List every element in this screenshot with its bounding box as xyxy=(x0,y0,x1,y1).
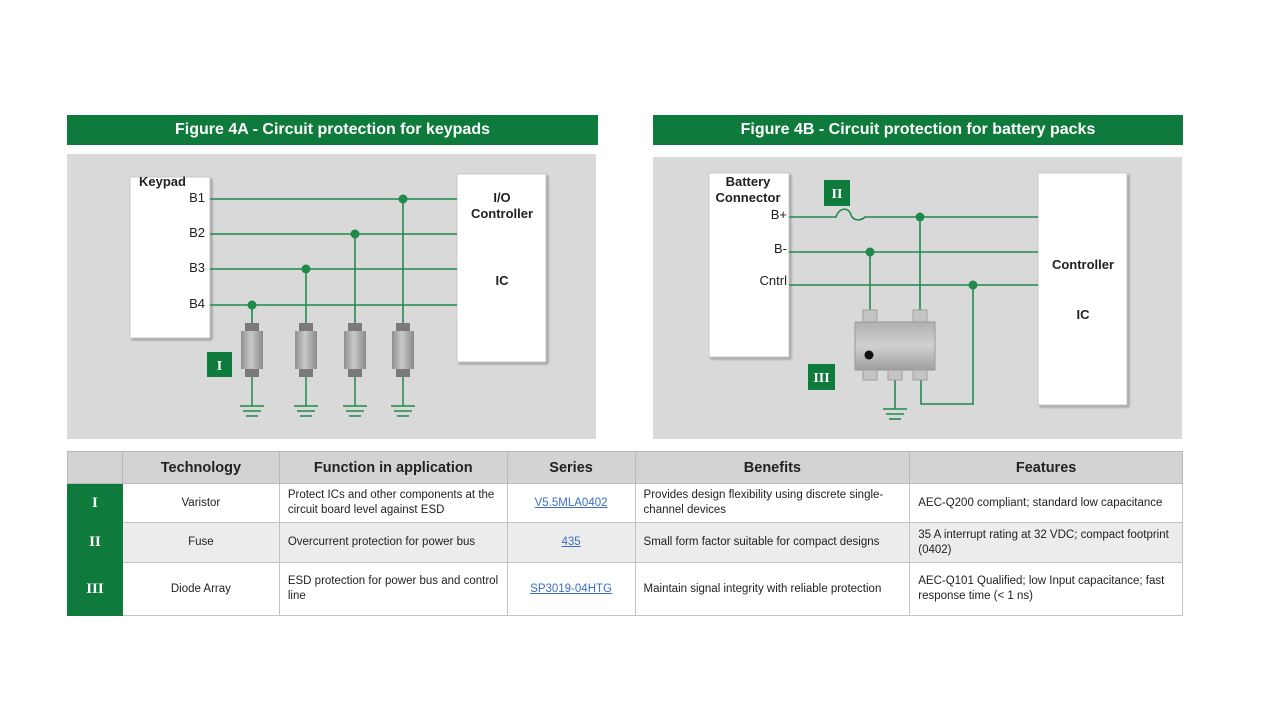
cell-benefits: Maintain signal integrity with reliable … xyxy=(634,562,911,616)
io-controller-box xyxy=(456,173,547,363)
cell-function: Protect ICs and other components at the … xyxy=(278,483,508,523)
varistor-4 xyxy=(391,323,415,417)
cell-features: AEC-Q200 compliant; standard low capacit… xyxy=(909,483,1183,523)
io-controller-label-line1: I/O xyxy=(493,190,510,205)
keypad-circuit-diagram: Keypad B1 B2 B3 B4 I/O Controller IC xyxy=(129,173,547,417)
button-label-b1: B1 xyxy=(189,190,205,205)
badge-varistor-label: I xyxy=(217,359,222,374)
header-features: Features xyxy=(909,451,1183,484)
controller-box xyxy=(1037,172,1128,406)
cell-function: Overcurrent protection for power bus xyxy=(278,522,508,563)
series-link[interactable]: 435 xyxy=(561,536,581,548)
battery-connector-box xyxy=(708,172,790,358)
cell-features: 35 A interrupt rating at 32 VDC; compact… xyxy=(909,522,1183,563)
table-row: II Fuse Overcurrent protection for power… xyxy=(67,522,1183,563)
io-controller-label-line2: Controller xyxy=(471,206,533,221)
cell-technology: Fuse xyxy=(121,522,280,563)
diode-array-chip xyxy=(854,309,936,381)
cell-technology: Diode Array xyxy=(121,562,280,616)
row-id: III xyxy=(67,562,123,616)
battery-circuit-diagram: Battery Connector B+ B- Cntrl Controller… xyxy=(708,172,1128,420)
battery-connector-label-line1: Battery xyxy=(726,174,772,189)
cell-benefits: Provides design flexibility using discre… xyxy=(634,483,911,523)
protection-technology-table: Technology Function in application Serie… xyxy=(67,451,1183,616)
badge-fuse-label: II xyxy=(832,187,843,202)
cell-features: AEC-Q101 Qualified; low Input capacitanc… xyxy=(909,562,1183,616)
figure-4a-title: Figure 4A - Circuit protection for keypa… xyxy=(67,115,598,145)
figure-4b-title: Figure 4B - Circuit protection for batte… xyxy=(653,115,1183,145)
button-label-b3: B3 xyxy=(189,260,205,275)
battery-connector-label-line2: Connector xyxy=(716,190,781,205)
table-row: III Diode Array ESD protection for power… xyxy=(67,562,1183,616)
series-link[interactable]: V5.5MLA0402 xyxy=(534,496,608,509)
header-id xyxy=(67,451,123,484)
pin-label-bminus: B- xyxy=(774,241,787,256)
keypad-label: Keypad xyxy=(139,174,186,189)
badge-varistor xyxy=(207,352,232,377)
varistor-1 xyxy=(240,323,264,417)
pin-label-cntrl: Cntrl xyxy=(760,273,788,288)
keypad-bus-lines xyxy=(210,198,457,324)
header-function: Function in application xyxy=(278,451,508,484)
battery-bus-lines xyxy=(789,208,1038,420)
table-row: I Varistor Protect ICs and other compone… xyxy=(67,483,1183,523)
figure-4b-panel: Battery Connector B+ B- Cntrl Controller… xyxy=(653,157,1182,439)
badge-diode-array xyxy=(808,364,835,390)
header-technology: Technology xyxy=(121,451,280,484)
cell-function: ESD protection for power bus and control… xyxy=(278,562,508,616)
button-label-b4: B4 xyxy=(189,296,205,311)
header-benefits: Benefits xyxy=(634,451,911,484)
badge-diode-array-label: III xyxy=(813,371,829,386)
battery-junction-dots xyxy=(865,212,978,290)
badge-fuse xyxy=(824,180,850,206)
cell-technology: Varistor xyxy=(121,483,280,523)
table-header-row: Technology Function in application Serie… xyxy=(67,451,1183,484)
varistor-3 xyxy=(343,323,367,417)
io-controller-ic-label: IC xyxy=(496,273,510,288)
junction-dots xyxy=(247,194,408,310)
button-label-b2: B2 xyxy=(189,225,205,240)
row-id: II xyxy=(67,522,123,563)
pin-label-bplus: B+ xyxy=(771,207,787,222)
header-series: Series xyxy=(506,451,636,484)
varistor-2 xyxy=(294,323,318,417)
row-id: I xyxy=(67,483,123,523)
series-link[interactable]: SP3019-04HTG xyxy=(530,582,612,595)
keypad-box xyxy=(129,176,211,339)
cell-benefits: Small form factor suitable for compact d… xyxy=(634,522,911,563)
controller-ic-label: IC xyxy=(1077,307,1091,322)
figure-4a-panel: Keypad B1 B2 B3 B4 I/O Controller IC xyxy=(67,154,596,439)
controller-label: Controller xyxy=(1052,257,1114,272)
